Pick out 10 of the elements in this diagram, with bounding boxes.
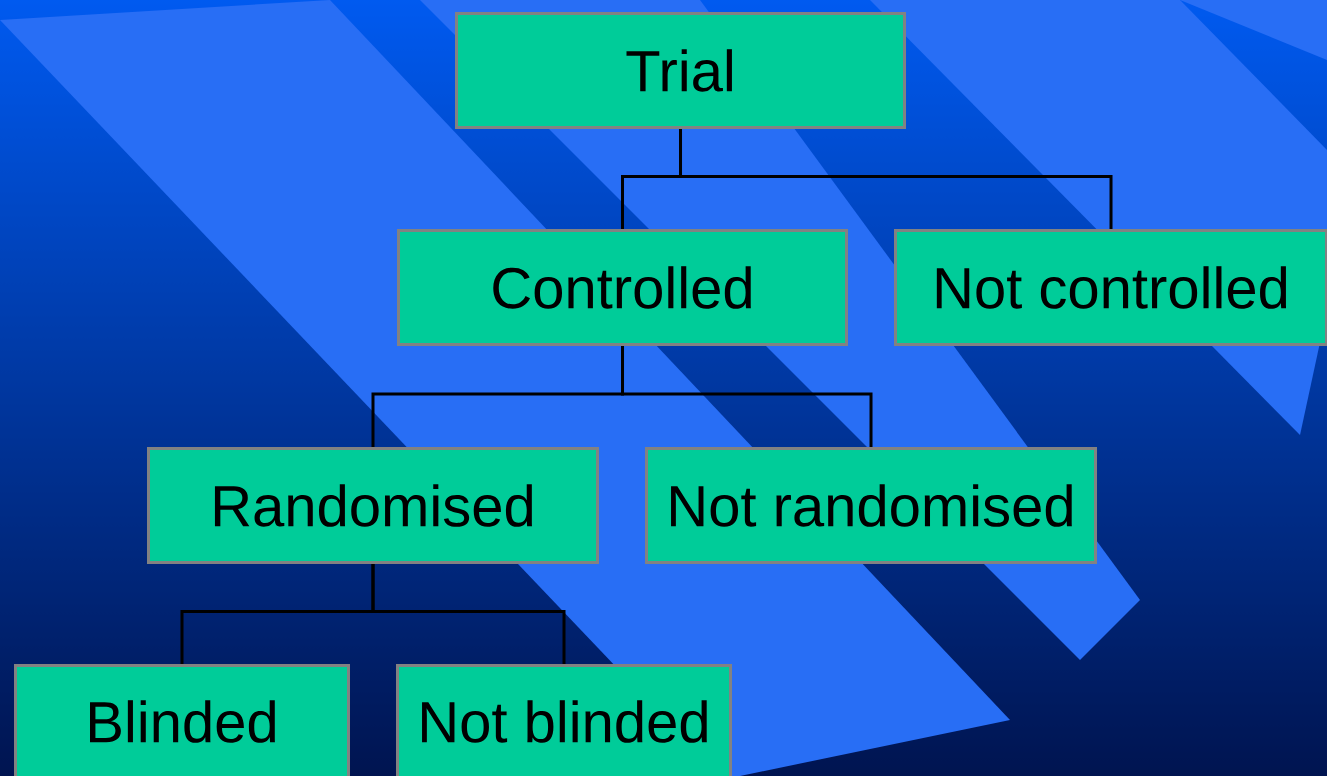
connector-line — [679, 129, 1113, 229]
process-box: Controlled — [397, 229, 848, 346]
process-box: Trial — [455, 12, 906, 129]
process-box: Blinded — [14, 664, 350, 776]
process-box: Not randomised — [645, 447, 1097, 564]
process-box: Randomised — [147, 447, 599, 564]
connector-line — [621, 346, 873, 447]
connector-line — [371, 564, 566, 664]
process-box: Not blinded — [396, 664, 732, 776]
process-box: Not controlled — [894, 229, 1327, 346]
